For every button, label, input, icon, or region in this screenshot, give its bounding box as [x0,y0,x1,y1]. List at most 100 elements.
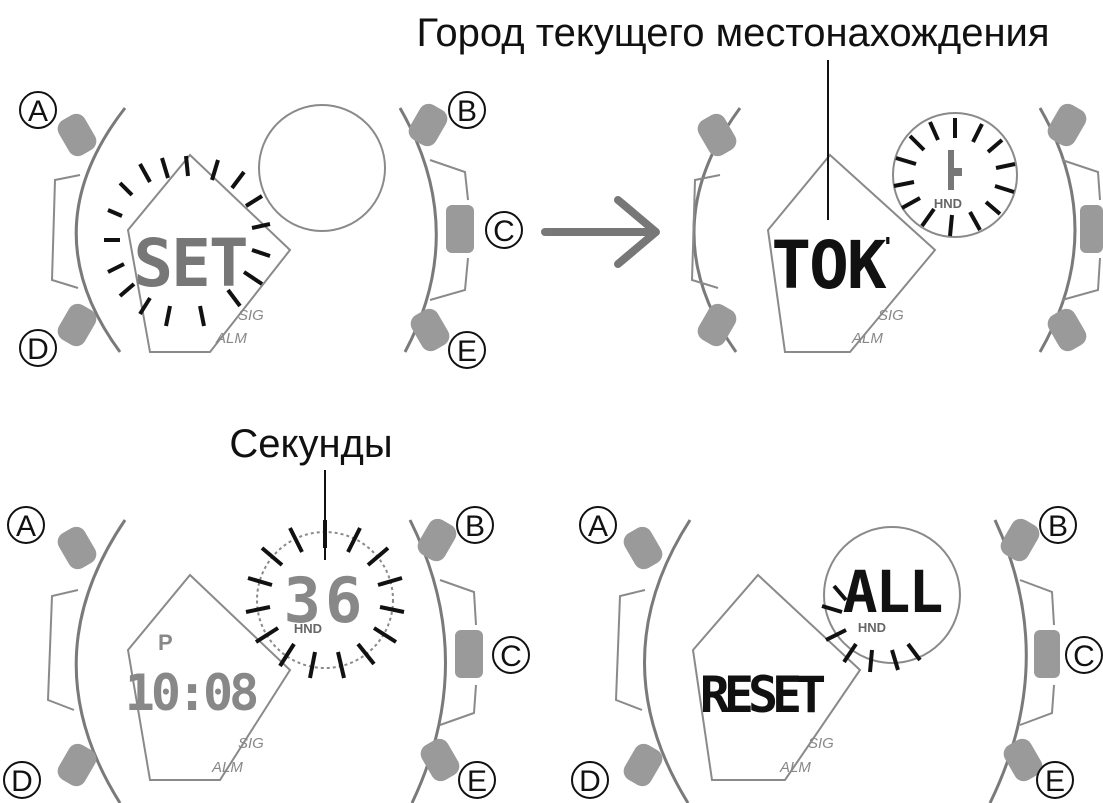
button-e-label: E [458,761,496,799]
watch-panel-1: A B C D E [19,91,523,369]
svg-text:A: A [16,510,36,543]
lcd-main-text: TOK [771,227,886,304]
lcd-time: 10:08 [125,664,256,722]
case-right-bezel-bottom [439,684,477,726]
pm-indicator: P [158,630,173,655]
flash-ticks [104,155,271,327]
button-a-label: A [579,506,617,544]
svg-text:C: C [500,640,522,673]
subdial-seconds: 36 [284,564,367,637]
button-d-pusher[interactable] [54,740,100,790]
case-left-bezel [690,174,721,289]
lcd-window-outline [126,573,292,781]
watch-panel-2: HND TOK ' SIG ALM Город текущего местона… [416,11,1103,355]
button-a-label: A [7,506,45,544]
svg-text:C: C [493,215,515,248]
button-a-pusher[interactable] [620,523,666,573]
case-right-bezel-bottom [1061,257,1101,301]
alm-indicator: ALM [215,330,247,347]
hnd-label: HND [858,620,886,635]
case-right-bezel-bottom [1019,684,1055,726]
button-e-pusher[interactable] [417,735,463,785]
button-c-label: C [1065,636,1103,674]
button-c-pusher[interactable] [1080,205,1103,253]
case-right-bezel-top [1061,159,1101,201]
svg-text:C: C [1073,640,1095,673]
lcd-apostrophe: ' [880,233,896,263]
case-left-bezel [50,174,81,289]
button-a-label: A [19,91,57,129]
svg-text:A: A [28,95,48,128]
button-b-pusher[interactable] [997,515,1043,565]
case-right-bezel-bottom [429,257,469,301]
watch-panel-4: A B C D E ALL HND RESE [571,506,1103,803]
case-left-arc [74,107,127,353]
case-right-bezel-top [439,579,477,626]
button-b-pusher[interactable] [414,515,460,565]
button-d-pusher[interactable] [54,300,100,350]
sig-indicator: SIG [808,735,834,752]
button-d-label: D [19,329,57,367]
button-a-pusher[interactable] [694,110,740,160]
button-b-pusher[interactable] [405,100,451,150]
svg-text:E: E [457,335,477,368]
svg-text:E: E [1045,765,1065,798]
case-left-bezel [614,589,646,711]
subdial-pointer-tip [954,168,962,176]
hnd-label: HND [934,196,962,211]
button-b-pusher[interactable] [1044,100,1090,150]
subdial-flash-ticks [821,584,922,673]
button-d-pusher[interactable] [694,300,740,350]
svg-text:D: D [27,333,49,366]
button-e-label: E [1036,761,1074,799]
alm-indicator: ALM [779,759,811,776]
button-b-label: B [456,506,494,544]
subdial-outline [823,526,961,664]
button-e-pusher[interactable] [1000,735,1046,785]
button-b-label: B [1039,506,1077,544]
button-a-pusher[interactable] [54,110,100,160]
svg-text:B: B [465,510,485,543]
case-left-arc [74,519,127,803]
svg-text:E: E [467,765,487,798]
subdial-pointer [948,150,954,190]
button-a-pusher[interactable] [54,523,100,573]
sig-indicator: SIG [238,735,264,752]
case-left-arc [643,519,692,803]
subdial-flash-ticks [245,520,405,679]
lcd-main-text: SET [133,225,246,302]
subdial-outline [892,112,1018,238]
sig-indicator: SIG [238,307,264,324]
button-d-label: D [3,761,41,799]
svg-text:D: D [11,765,33,798]
lcd-window-outline [126,153,292,353]
svg-text:B: B [457,95,477,128]
button-c-pusher[interactable] [455,630,483,678]
button-c-label: C [485,211,523,249]
case-left-bezel [46,589,79,711]
callout-home-city: Город текущего местонахождения [416,11,1049,55]
svg-text:D: D [579,765,601,798]
subdial-text: ALL [843,558,942,626]
lcd-main-text: RESET [700,666,824,724]
button-c-label: C [492,636,530,674]
callout-seconds: Секунды [229,422,392,466]
sig-indicator: SIG [878,307,904,324]
button-c-pusher[interactable] [446,205,474,253]
svg-text:A: A [588,510,608,543]
button-e-pusher[interactable] [1044,305,1090,355]
subdial-outline [258,104,386,232]
alm-indicator: ALM [211,759,243,776]
transition-arrow [541,196,660,268]
button-e-pusher[interactable] [407,305,453,355]
button-e-label: E [448,331,486,369]
button-d-pusher[interactable] [620,740,666,790]
svg-text:B: B [1048,510,1068,543]
lcd-window-outline [691,573,862,781]
subdial-flash-ticks [893,118,1016,237]
button-c-pusher[interactable] [1034,630,1060,678]
case-right-bezel-top [429,159,469,201]
alm-indicator: ALM [851,330,883,347]
button-b-label: B [448,91,486,129]
